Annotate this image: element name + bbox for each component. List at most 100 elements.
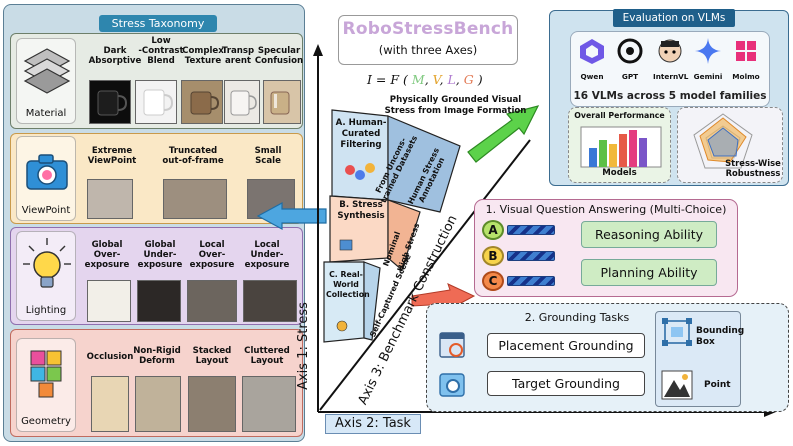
category-label-geometry: Geometry — [21, 416, 71, 427]
viewpoint-card: ViewPoint — [16, 136, 76, 221]
formula-l: L — [447, 72, 456, 87]
stress-taxonomy-panel: Stress Taxonomy Material Dark Absorptive… — [3, 4, 305, 442]
bounding-box-label: Bounding Box — [696, 326, 745, 347]
item-global-underexposure: Global Under- exposure — [137, 240, 183, 270]
item-transparent: Transp arent — [221, 46, 255, 66]
thumb-occlusion — [91, 376, 129, 432]
overall-performance-title: Overall Performance — [574, 111, 665, 120]
category-label-viewpoint: ViewPoint — [21, 205, 71, 216]
evaluation-title: Evaluation on VLMs — [613, 9, 735, 27]
item-low-contrast-blend: Low -Contrast Blend — [138, 36, 184, 66]
point-label: Point — [704, 380, 731, 390]
item-truncated-out-of-frame: Truncated out-of-frame — [162, 146, 224, 166]
item-stacked-layout: Stacked Layout — [192, 346, 232, 366]
lighting-card: Lighting — [16, 231, 76, 321]
bar-chart-icon — [580, 126, 662, 168]
bounding-box-icon — [662, 318, 692, 346]
planning-ability: Planning Ability — [581, 259, 717, 286]
robostressbench-box: RoboStressBench (with three Axes) — [338, 15, 518, 65]
item-complex-texture: Complex Texture — [182, 46, 224, 66]
green-arrow-icon — [467, 105, 540, 163]
robustness-box: Stress-Wise Robustness — [677, 107, 783, 183]
item-global-overexposure: Global Over- exposure — [84, 240, 130, 270]
thumb-global-underexposure — [137, 280, 181, 322]
benchmark-title: RoboStressBench — [342, 19, 514, 39]
category-lighting: Lighting Global Over- exposure Global Un… — [10, 227, 303, 325]
formula-g: G — [463, 72, 474, 87]
formula-m: M — [411, 72, 425, 87]
grounding-panel: 2. Grounding Tasks Placement Grounding T… — [426, 303, 789, 412]
item-non-rigid-deform: Non-Rigid Deform — [133, 346, 181, 366]
formula-v: V — [432, 72, 440, 87]
thumb-non-rigid — [135, 376, 181, 432]
placement-icon — [439, 332, 465, 358]
molmo-logo-icon — [736, 41, 756, 61]
output-types-box: Bounding Box Point — [655, 311, 745, 407]
axis-1-label: Axis 1: Stress — [296, 302, 311, 390]
stress-taxonomy-title: Stress Taxonomy — [99, 15, 217, 32]
thumb-truncated — [163, 179, 227, 219]
choice-c-bar — [507, 276, 555, 286]
item-local-underexposure: Local Under- exposure — [244, 240, 290, 270]
model-internvl: InternVL — [653, 36, 688, 81]
qwen-logo-icon — [580, 39, 604, 64]
thumb-dark-mug — [89, 80, 131, 124]
formula-comma-2: , — [439, 72, 444, 87]
models-box: Qwen GPT InternVL Gemini Molmo 16 VLMs a… — [570, 31, 770, 107]
gpt-logo-icon — [617, 38, 643, 64]
category-geometry: Geometry Occlusion Non-Rigid Deform Stac… — [10, 329, 303, 437]
point-icon — [661, 370, 693, 400]
internvl-logo-icon — [658, 39, 682, 63]
evaluation-panel: Evaluation on VLMs Qwen GPT InternVL Gem… — [549, 9, 789, 186]
target-grounding: Target Grounding — [487, 371, 645, 396]
target-search-icon — [439, 373, 465, 397]
radar-chart-icon — [693, 113, 753, 169]
item-extreme-viewpoint: Extreme ViewPoint — [87, 146, 137, 166]
thumb-textured-mug — [181, 80, 223, 124]
item-small-scale: Small Scale — [254, 146, 282, 166]
choice-b-icon: B — [482, 246, 504, 266]
choice-a-bar — [507, 225, 555, 235]
step-c-label: C. Real- World Collection — [326, 270, 370, 299]
thumb-stacked — [188, 376, 236, 432]
vlm-count: 16 VLMs across 5 model families — [573, 90, 767, 102]
overall-performance-box: Overall Performance Models — [568, 107, 671, 183]
reasoning-ability: Reasoning Ability — [581, 221, 717, 248]
vqa-panel: 1. Visual Question Answering (Multi-Choi… — [474, 199, 738, 297]
choice-a-icon: A — [482, 220, 504, 240]
gemini-logo-icon — [695, 38, 721, 64]
category-material: Material Dark Absorptive Low -Contrast B… — [10, 33, 303, 129]
thumb-cluttered — [242, 376, 296, 432]
models-axis-label: Models — [602, 168, 637, 178]
step-a-label: A. Human- Curated Filtering — [335, 118, 387, 150]
formula-comma-1: , — [424, 72, 429, 87]
layers-icon — [23, 48, 71, 94]
model-qwen: Qwen — [575, 36, 609, 81]
formula: I = F ( M, V, L, G ) — [367, 72, 527, 87]
item-dark-absorptive: Dark Absorptive — [88, 46, 142, 66]
thumb-local-overexposure — [187, 280, 237, 322]
model-gpt: GPT — [613, 36, 647, 81]
formula-lhs: I = F ( — [367, 72, 408, 87]
choice-b-bar — [507, 251, 555, 261]
benchmark-subtitle: (with three Axes) — [378, 43, 478, 57]
axis-2-label: Axis 2: Task — [325, 414, 421, 434]
thumb-local-underexposure — [243, 280, 297, 322]
model-gemini: Gemini — [691, 36, 725, 81]
model-molmo: Molmo — [729, 36, 763, 81]
formula-close: ) — [477, 72, 483, 87]
placement-grounding: Placement Grounding — [487, 333, 645, 358]
thumb-glass-mug — [224, 80, 260, 124]
item-specular-confusion: Specular Confusion — [254, 46, 304, 66]
thumb-extreme-viewpoint — [87, 179, 133, 219]
thumb-shiny-mug — [263, 80, 301, 124]
cubes-icon — [30, 350, 62, 398]
formula-comma-3: , — [455, 72, 460, 87]
camera-icon — [26, 154, 68, 190]
lightbulb-icon — [23, 238, 71, 288]
category-viewpoint: ViewPoint Extreme ViewPoint Truncated ou… — [10, 133, 303, 224]
step-b-label: B. Stress Synthesis — [337, 200, 385, 221]
grounding-title: 2. Grounding Tasks — [524, 311, 630, 324]
category-label-lighting: Lighting — [25, 305, 67, 316]
